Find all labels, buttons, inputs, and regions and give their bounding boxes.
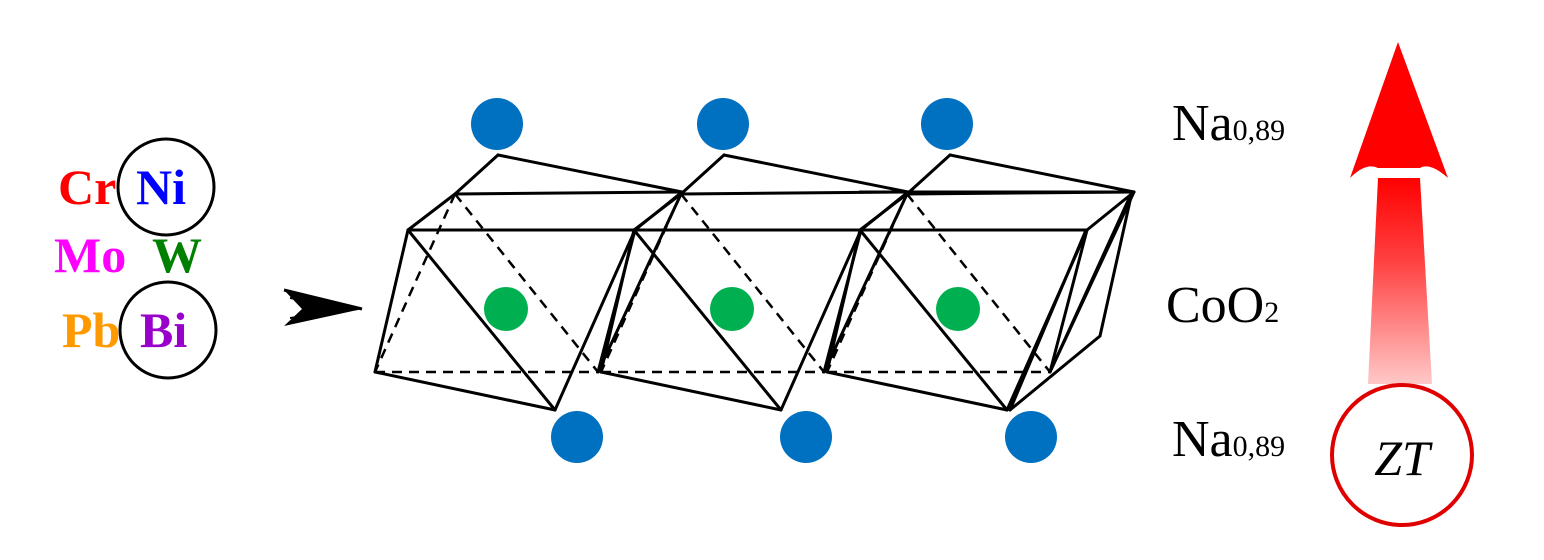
label-na-bottom: Na0,89	[1172, 411, 1285, 468]
label-na-top: Na0,89	[1172, 95, 1285, 152]
dopant-list: Cr Ni Mo W Pb Bi	[54, 137, 218, 380]
insertion-arrow	[283, 288, 363, 326]
octahedron-hidden-edge	[373, 193, 457, 373]
octahedron-edge	[373, 228, 410, 374]
octahedron-edge	[948, 153, 1136, 194]
zt-circle	[1330, 383, 1474, 527]
octahedron-edge	[1048, 190, 1134, 374]
octahedron-edge	[453, 153, 500, 196]
dopant-bi: Bi	[140, 302, 187, 358]
octahedron-edge	[453, 190, 684, 196]
coo2-octahedral-layer	[373, 153, 1136, 412]
zt-label: ZT	[1374, 430, 1433, 486]
octahedron-edge	[373, 370, 557, 412]
octahedron-hidden-edge	[680, 193, 825, 373]
octahedron-edge	[596, 190, 684, 374]
na-atom	[697, 98, 749, 150]
na-atoms-bottom-row	[551, 411, 1057, 463]
octahedron-edge	[599, 228, 636, 374]
octahedron-edge	[1098, 190, 1134, 338]
octahedron-edge	[1008, 228, 1088, 412]
octahedron-edge	[1008, 334, 1102, 412]
octahedron-edge	[632, 228, 783, 412]
octahedron-hidden-edge	[599, 193, 683, 373]
label-coo2: CoO2	[1166, 277, 1279, 334]
dopant-cr: Cr	[58, 159, 116, 215]
na-atom	[551, 411, 603, 463]
octahedron-edge	[779, 228, 863, 412]
dopant-mo: Mo	[54, 227, 126, 283]
octahedron-edge	[406, 192, 457, 232]
octahedron-hidden-edge	[906, 193, 1051, 373]
co-atom	[936, 287, 980, 331]
octahedron-edge	[599, 370, 783, 412]
dopant-w: W	[152, 227, 202, 283]
na-atom	[780, 411, 832, 463]
octahedron-edge	[858, 228, 1009, 412]
octahedron-edge	[1048, 228, 1089, 374]
dopant-pb: Pb	[62, 302, 120, 358]
na-atom	[921, 98, 973, 150]
na-atom	[471, 98, 523, 150]
na-atoms-top-row	[471, 98, 973, 150]
co-atom	[484, 287, 528, 331]
octahedron-edge	[406, 228, 557, 412]
co-atom	[710, 287, 754, 331]
octahedron-edge	[679, 153, 726, 196]
octahedron-hidden-edge	[825, 193, 909, 373]
octahedron-edge	[905, 153, 952, 196]
octahedron-edge	[822, 190, 910, 374]
octahedron-edge	[722, 153, 910, 194]
octahedron-edge	[825, 228, 862, 374]
octahedron-edge	[1085, 190, 1136, 232]
dopant-ni: Ni	[136, 159, 186, 215]
na-atom	[1005, 411, 1057, 463]
octahedron-hidden-edge	[454, 193, 599, 373]
zt-increase-arrow	[1350, 42, 1448, 384]
dopant-circle-bi	[118, 280, 218, 380]
octahedron-edge	[858, 192, 909, 232]
dopant-circle-ni	[116, 137, 216, 237]
octahedron-edge	[825, 370, 1009, 412]
co-atoms-row	[484, 287, 980, 331]
octahedron-edge	[496, 153, 684, 194]
octahedron-edge	[632, 192, 683, 232]
octahedron-edge	[553, 228, 637, 412]
